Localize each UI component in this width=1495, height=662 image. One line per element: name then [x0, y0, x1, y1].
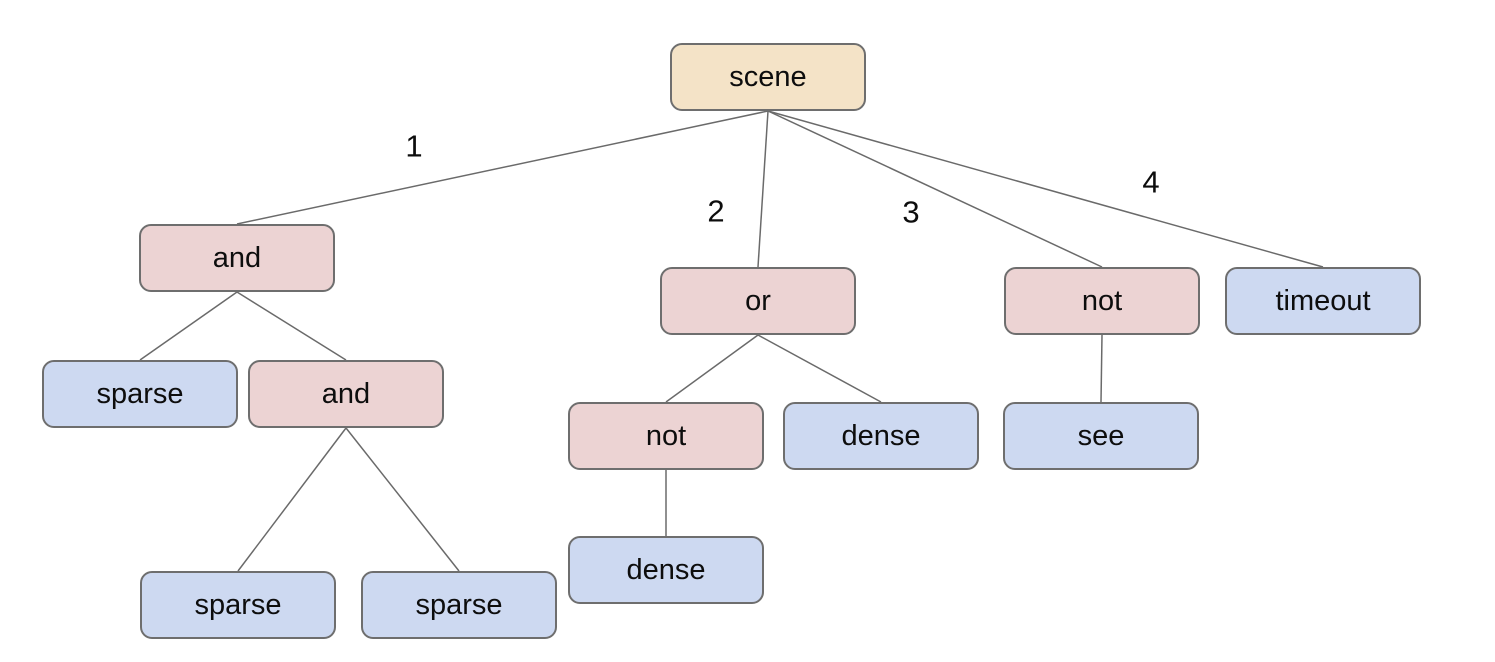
tree-node-sparse-1: sparse: [42, 360, 238, 428]
edge-label-2: 2: [707, 193, 725, 229]
edge-and-1-and-2: [236, 291, 347, 361]
tree-node-dense-2: dense: [568, 536, 764, 604]
edge-and-1-sparse-1: [139, 291, 238, 361]
tree-node-sparse-2: sparse: [140, 571, 336, 639]
node-label: dense: [626, 553, 706, 586]
edge-scene-timeout-1: [767, 110, 1324, 268]
tree-node-scene: scene: [670, 43, 866, 111]
node-label: sparse: [96, 377, 184, 410]
tree-node-not-2: not: [568, 402, 764, 470]
tree-node-not-1: not: [1004, 267, 1200, 335]
edge-and-2-sparse-3: [345, 427, 460, 572]
edge-label-4: 4: [1142, 164, 1160, 200]
node-label: and: [321, 377, 371, 410]
tree-node-or-1: or: [660, 267, 856, 335]
node-label: not: [645, 419, 687, 452]
edge-and-2-sparse-2: [237, 427, 347, 572]
tree-node-and-2: and: [248, 360, 444, 428]
tree-node-and-1: and: [139, 224, 335, 292]
tree-node-dense-1: dense: [783, 402, 979, 470]
node-label: scene: [729, 60, 807, 93]
node-label: timeout: [1275, 284, 1371, 317]
edge-label-1: 1: [405, 128, 423, 164]
edge-label-3: 3: [902, 194, 920, 230]
node-label: or: [745, 284, 771, 317]
tree-node-sparse-3: sparse: [361, 571, 557, 639]
tree-node-timeout-1: timeout: [1225, 267, 1421, 335]
node-label: sparse: [415, 588, 503, 621]
edge-or-1-not-2: [665, 334, 759, 403]
node-label: see: [1077, 419, 1125, 452]
edge-scene-or-1: [757, 110, 769, 268]
edge-not-1-see-1: [1100, 334, 1103, 403]
node-label: sparse: [194, 588, 282, 621]
edge-or-1-dense-1: [757, 334, 882, 403]
edge-scene-not-1: [767, 110, 1103, 268]
node-label: and: [212, 241, 262, 274]
tree-node-see-1: see: [1003, 402, 1199, 470]
edge-scene-and-1: [236, 110, 769, 225]
node-label: dense: [841, 419, 921, 452]
node-label: not: [1081, 284, 1123, 317]
